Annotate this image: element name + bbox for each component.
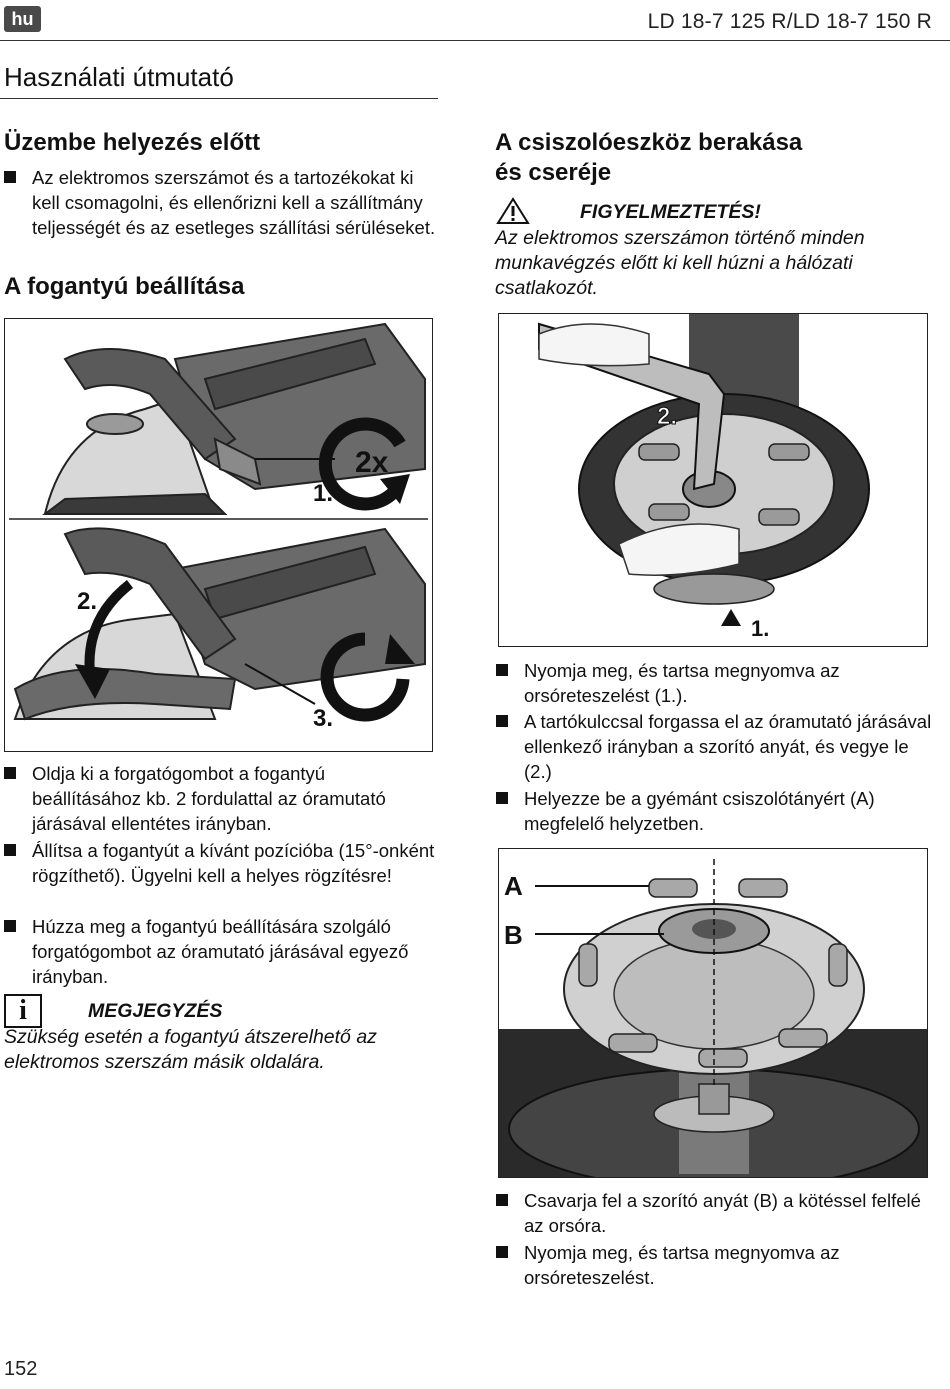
spindle <box>698 1083 730 1115</box>
heading-before-use: Üzembe helyezés előtt <box>4 129 261 156</box>
list-item: Az elektromos szerszámot és a tartozékok… <box>4 165 436 240</box>
note-heading: MEGJEGYZÉS <box>88 1000 223 1022</box>
list-item: Helyezze be a gyémánt csiszolótányért (A… <box>496 786 936 836</box>
warning-icon <box>496 197 530 224</box>
figure-label-a: A <box>504 871 523 901</box>
hand-bottom <box>618 523 740 576</box>
list-item: Nyomja meg, és tartsa megnyomva az orsór… <box>496 658 936 708</box>
figure-label-step1: 1. <box>313 480 333 507</box>
spindle-base <box>653 573 775 605</box>
note-text: Szükség esetén a fogantyú átszerelhető a… <box>4 1026 377 1073</box>
language-badge: hu <box>4 6 41 32</box>
wrench-figure: 2. 1. <box>498 313 928 647</box>
cup-wheel-figure: A B <box>498 848 928 1190</box>
rotate-ccw-icon <box>318 417 410 511</box>
handle-figure: 2x 1. 2. 3. <box>4 318 433 752</box>
figure-label-step1: 1. <box>751 616 769 641</box>
heading-handle: A fogantyú beállítása <box>4 273 245 300</box>
figure-label-step2: 2. <box>77 588 97 615</box>
grinder-upper <box>42 322 426 515</box>
figure-label-2x: 2x <box>355 446 389 479</box>
page-number: 152 <box>4 1358 38 1380</box>
arrow-up-icon <box>721 609 741 626</box>
figure-label-b: B <box>504 920 523 950</box>
handle-illustration: 2x 1. 2. 3. <box>9 322 428 732</box>
list-item: A tartókulccsal forgassa el az óramutató… <box>496 709 936 784</box>
heading-tool-change-2: és cseréje <box>495 159 612 186</box>
header-rule <box>0 40 950 41</box>
warning-text: Az elektromos szerszámon történő minden … <box>495 227 865 299</box>
list-item: Húzza meg a fogantyú beállítására szolgá… <box>4 914 436 989</box>
cup-segments <box>578 878 848 1068</box>
info-icon: i <box>4 994 42 1028</box>
figure-label-step2: 2. <box>657 403 677 430</box>
figure-label-step3: 3. <box>313 705 333 732</box>
list-item: Állítsa a fogantyút a kívánt pozícióba (… <box>4 838 436 888</box>
section-rule <box>0 98 438 99</box>
model-name: LD 18-7 125 R/LD 18-7 150 R <box>647 10 932 33</box>
list-item: Nyomja meg, és tartsa megnyomva az orsór… <box>496 1240 936 1290</box>
list-item: Oldja ki a forgatógombot a fogantyú beál… <box>4 761 436 836</box>
rotate-cw-icon <box>320 632 415 722</box>
heading-tool-change-1: A csiszolóeszköz berakása <box>495 129 803 156</box>
cup-wheel-illustration: A B <box>499 859 927 1190</box>
grinder-lower <box>13 527 426 721</box>
hand-top <box>538 323 650 367</box>
section-title: Használati útmutató <box>4 62 234 92</box>
wrench-illustration: 2. 1. <box>538 314 870 641</box>
list-item: Csavarja fel a szorító anyát (B) a kötés… <box>496 1188 936 1238</box>
arrow-icon <box>75 580 134 699</box>
warning-heading: FIGYELMEZTETÉS! <box>580 201 761 223</box>
